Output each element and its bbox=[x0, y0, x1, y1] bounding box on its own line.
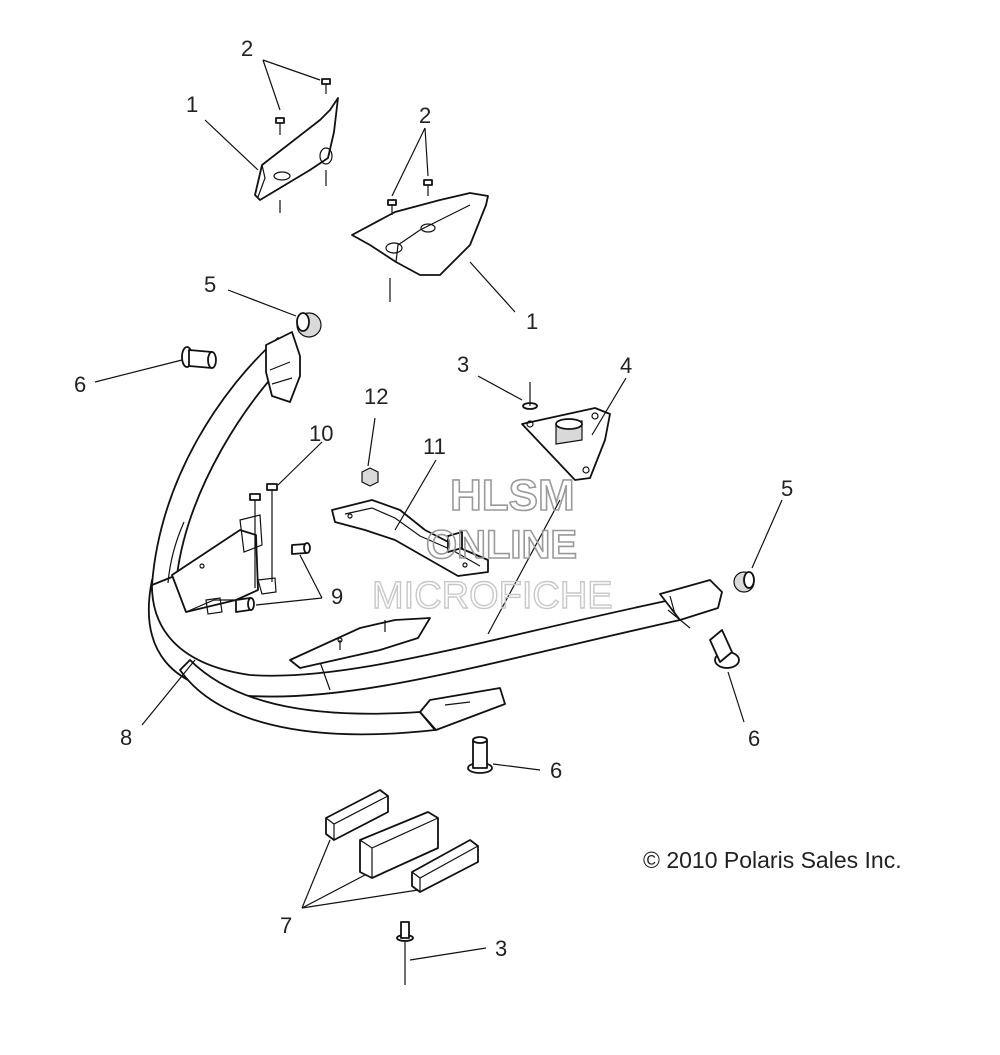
rivet-3-lower bbox=[396, 921, 414, 985]
bracket-11 bbox=[331, 499, 489, 577]
bolt-10-a bbox=[249, 493, 261, 588]
bolt-2-left-a bbox=[275, 117, 285, 135]
callout-2-top: 2 bbox=[241, 36, 253, 61]
plug-5-right bbox=[733, 571, 755, 593]
callout-8: 8 bbox=[120, 725, 132, 750]
callout-3-top: 3 bbox=[457, 352, 469, 377]
callout-7: 7 bbox=[280, 913, 292, 938]
bolt-2-mid-b bbox=[423, 179, 433, 196]
nut-12 bbox=[361, 467, 379, 487]
callout-5-left: 5 bbox=[204, 272, 216, 297]
callout-5-right: 5 bbox=[781, 476, 793, 501]
callout-1-mid: 1 bbox=[526, 309, 538, 334]
callout-6-right: 6 bbox=[748, 726, 760, 751]
bolt-2-left-b bbox=[321, 78, 331, 94]
callout-9: 9 bbox=[331, 584, 343, 609]
plate-4 bbox=[521, 407, 611, 481]
callout-3-lower: 3 bbox=[495, 936, 507, 961]
bolt-9-a bbox=[291, 542, 311, 555]
fastener-6-right bbox=[709, 629, 740, 669]
cover-left bbox=[254, 97, 339, 213]
fastener-6-lower bbox=[467, 736, 493, 774]
bracket-center-low bbox=[289, 617, 431, 669]
watermark-line2: ONLINE bbox=[426, 523, 577, 567]
leader-lines bbox=[94, 59, 783, 961]
callout-2-mid: 2 bbox=[419, 103, 431, 128]
plug-5-left bbox=[296, 312, 322, 338]
bolt-2-mid-a bbox=[387, 199, 397, 215]
callout-12: 12 bbox=[364, 384, 388, 409]
bolt-10-b bbox=[266, 483, 278, 582]
fastener-6-upper bbox=[181, 346, 217, 369]
callout-10: 10 bbox=[309, 421, 333, 446]
callout-6-lower: 6 bbox=[550, 758, 562, 783]
strips-7 bbox=[325, 789, 479, 893]
bolt-9-b bbox=[235, 597, 255, 613]
callout-4: 4 bbox=[620, 353, 632, 378]
callout-11: 11 bbox=[423, 434, 446, 459]
rivet-3-upper bbox=[522, 382, 538, 410]
bumper-tube bbox=[147, 331, 723, 736]
callout-1-top: 1 bbox=[186, 92, 198, 117]
watermark-line3: MICROFICHE bbox=[372, 575, 613, 617]
cover-right bbox=[351, 192, 489, 302]
copyright-notice: © 2010 Polaris Sales Inc. bbox=[643, 847, 902, 873]
watermark-line1: HLSM bbox=[450, 471, 575, 520]
callout-6-left: 6 bbox=[74, 372, 86, 397]
bracket-left bbox=[171, 514, 277, 615]
